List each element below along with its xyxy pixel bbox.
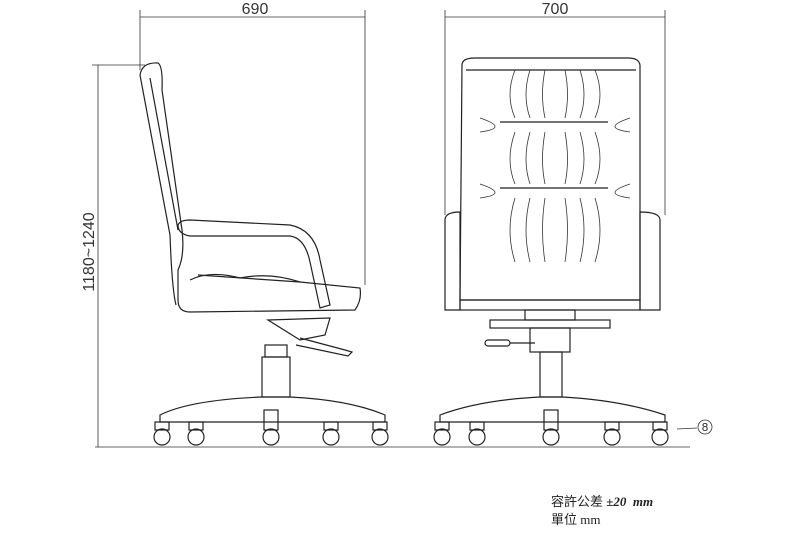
side-depth-label: 690 (242, 1, 269, 18)
tolerance-label: 容許公差 (551, 494, 604, 509)
side-view-chair (139, 62, 389, 446)
side-casters (153, 409, 389, 446)
unit-label: 單位 (551, 512, 578, 527)
unit-note: 單位 mm (551, 511, 601, 529)
callout-number: 8 (702, 421, 709, 434)
dimension-front-width: 700 (444, 1, 666, 215)
front-width-label: 700 (542, 1, 569, 18)
unit-value: mm (580, 512, 601, 527)
dimension-height: 1180~1240 (81, 64, 145, 447)
tolerance-value: ±20 mm (606, 494, 654, 509)
height-label: 1180~1240 (81, 212, 98, 291)
front-casters (433, 409, 669, 446)
caster-callout: 8 (676, 419, 713, 435)
back-stitching (479, 69, 631, 263)
front-view-chair: 8 (433, 57, 713, 446)
dimension-side-depth: 690 (139, 1, 366, 285)
tolerance-note: 容許公差 ±20 mm (551, 493, 653, 511)
